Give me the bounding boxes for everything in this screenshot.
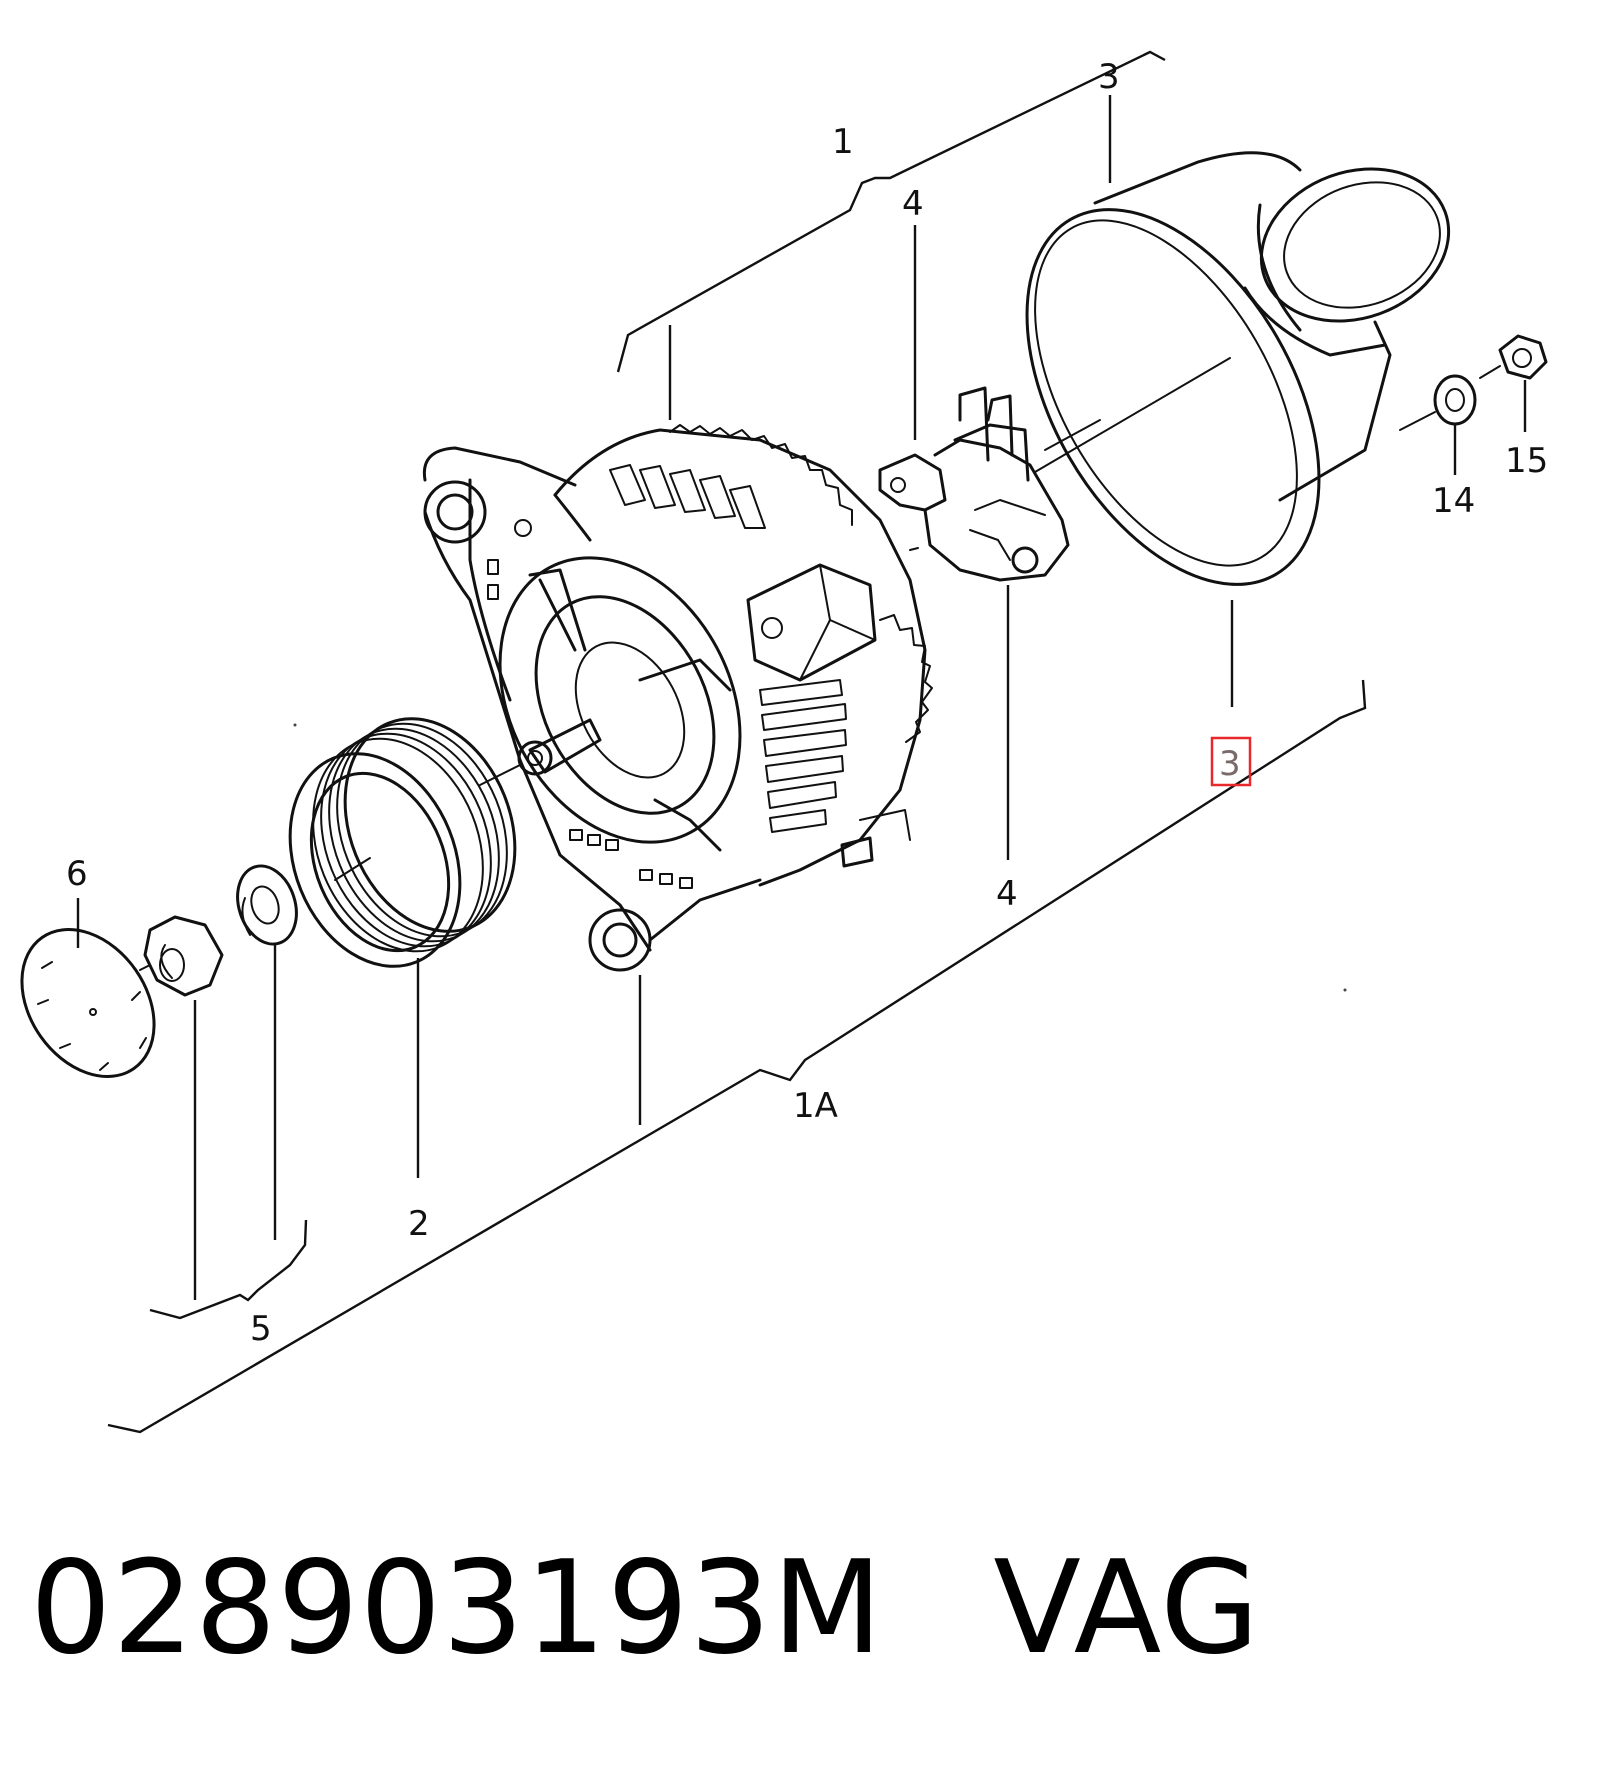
bracket-1 — [616, 50, 1166, 420]
washer-14[interactable] — [1399, 374, 1477, 431]
pulley[interactable] — [260, 693, 546, 992]
callout-3-top[interactable]: 3 — [1098, 57, 1120, 97]
bracket-1a — [107, 679, 1367, 1434]
speck — [1343, 988, 1347, 992]
callout-6[interactable]: 6 — [66, 854, 88, 894]
callout-15[interactable]: 15 — [1505, 441, 1548, 481]
brand-name: VAG — [993, 1534, 1261, 1683]
callout-4-top[interactable]: 4 — [902, 184, 924, 224]
highlight-box — [1210, 736, 1252, 787]
alternator-body[interactable] — [422, 424, 933, 972]
exploded-parts-diagram: 1 1A — [0, 50, 1548, 1434]
bracket-5 — [149, 1219, 308, 1320]
speck — [293, 723, 297, 727]
callout-1[interactable]: 1 — [832, 122, 854, 162]
callout-3-highlight[interactable]: 3 — [1219, 744, 1241, 784]
part-number: 028903193M — [30, 1534, 884, 1683]
callout-14[interactable]: 14 — [1432, 481, 1475, 521]
washer[interactable] — [228, 858, 306, 951]
cover-cap[interactable] — [0, 904, 181, 1102]
hex-nut[interactable] — [139, 915, 224, 997]
protective-cap[interactable] — [967, 144, 1471, 635]
callout-4-bottom[interactable]: 4 — [996, 874, 1018, 914]
nut-15[interactable] — [1479, 334, 1548, 380]
voltage-regulator[interactable] — [878, 386, 1101, 582]
callout-1a[interactable]: 1A — [793, 1086, 838, 1126]
callout-2[interactable]: 2 — [408, 1204, 430, 1244]
callout-5[interactable]: 5 — [250, 1309, 272, 1349]
